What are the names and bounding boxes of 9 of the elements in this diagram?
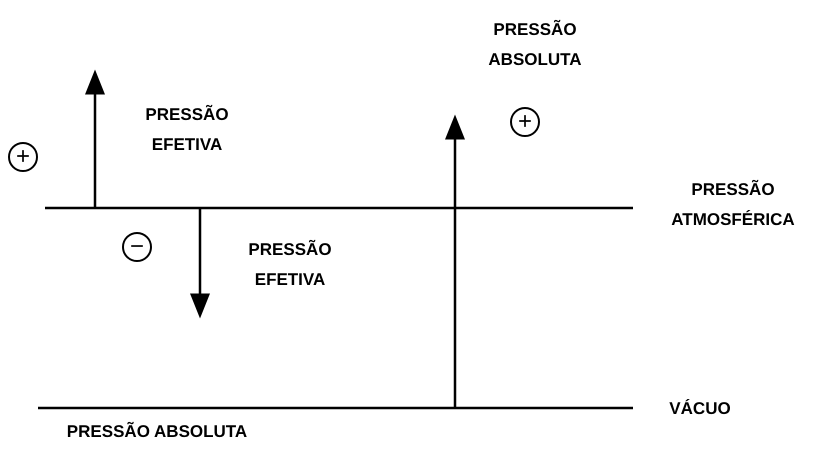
circled-sign: + bbox=[510, 107, 540, 137]
pressure-label: PRESSÃO ABSOLUTA bbox=[487, 18, 583, 71]
circled-sign: + bbox=[8, 142, 38, 172]
circled-sign: − bbox=[122, 232, 152, 262]
pressure-label: PRESSÃO EFETIVA bbox=[144, 104, 230, 156]
pressure-label: PRESSÃO ABSOLUTA bbox=[66, 420, 248, 443]
pressure-label: PRESSÃO ATMOSFÉRICA bbox=[670, 178, 796, 231]
pressure-label: PRESSÃO EFETIVA bbox=[247, 238, 333, 291]
pressure-label: VÁCUO bbox=[668, 398, 732, 420]
